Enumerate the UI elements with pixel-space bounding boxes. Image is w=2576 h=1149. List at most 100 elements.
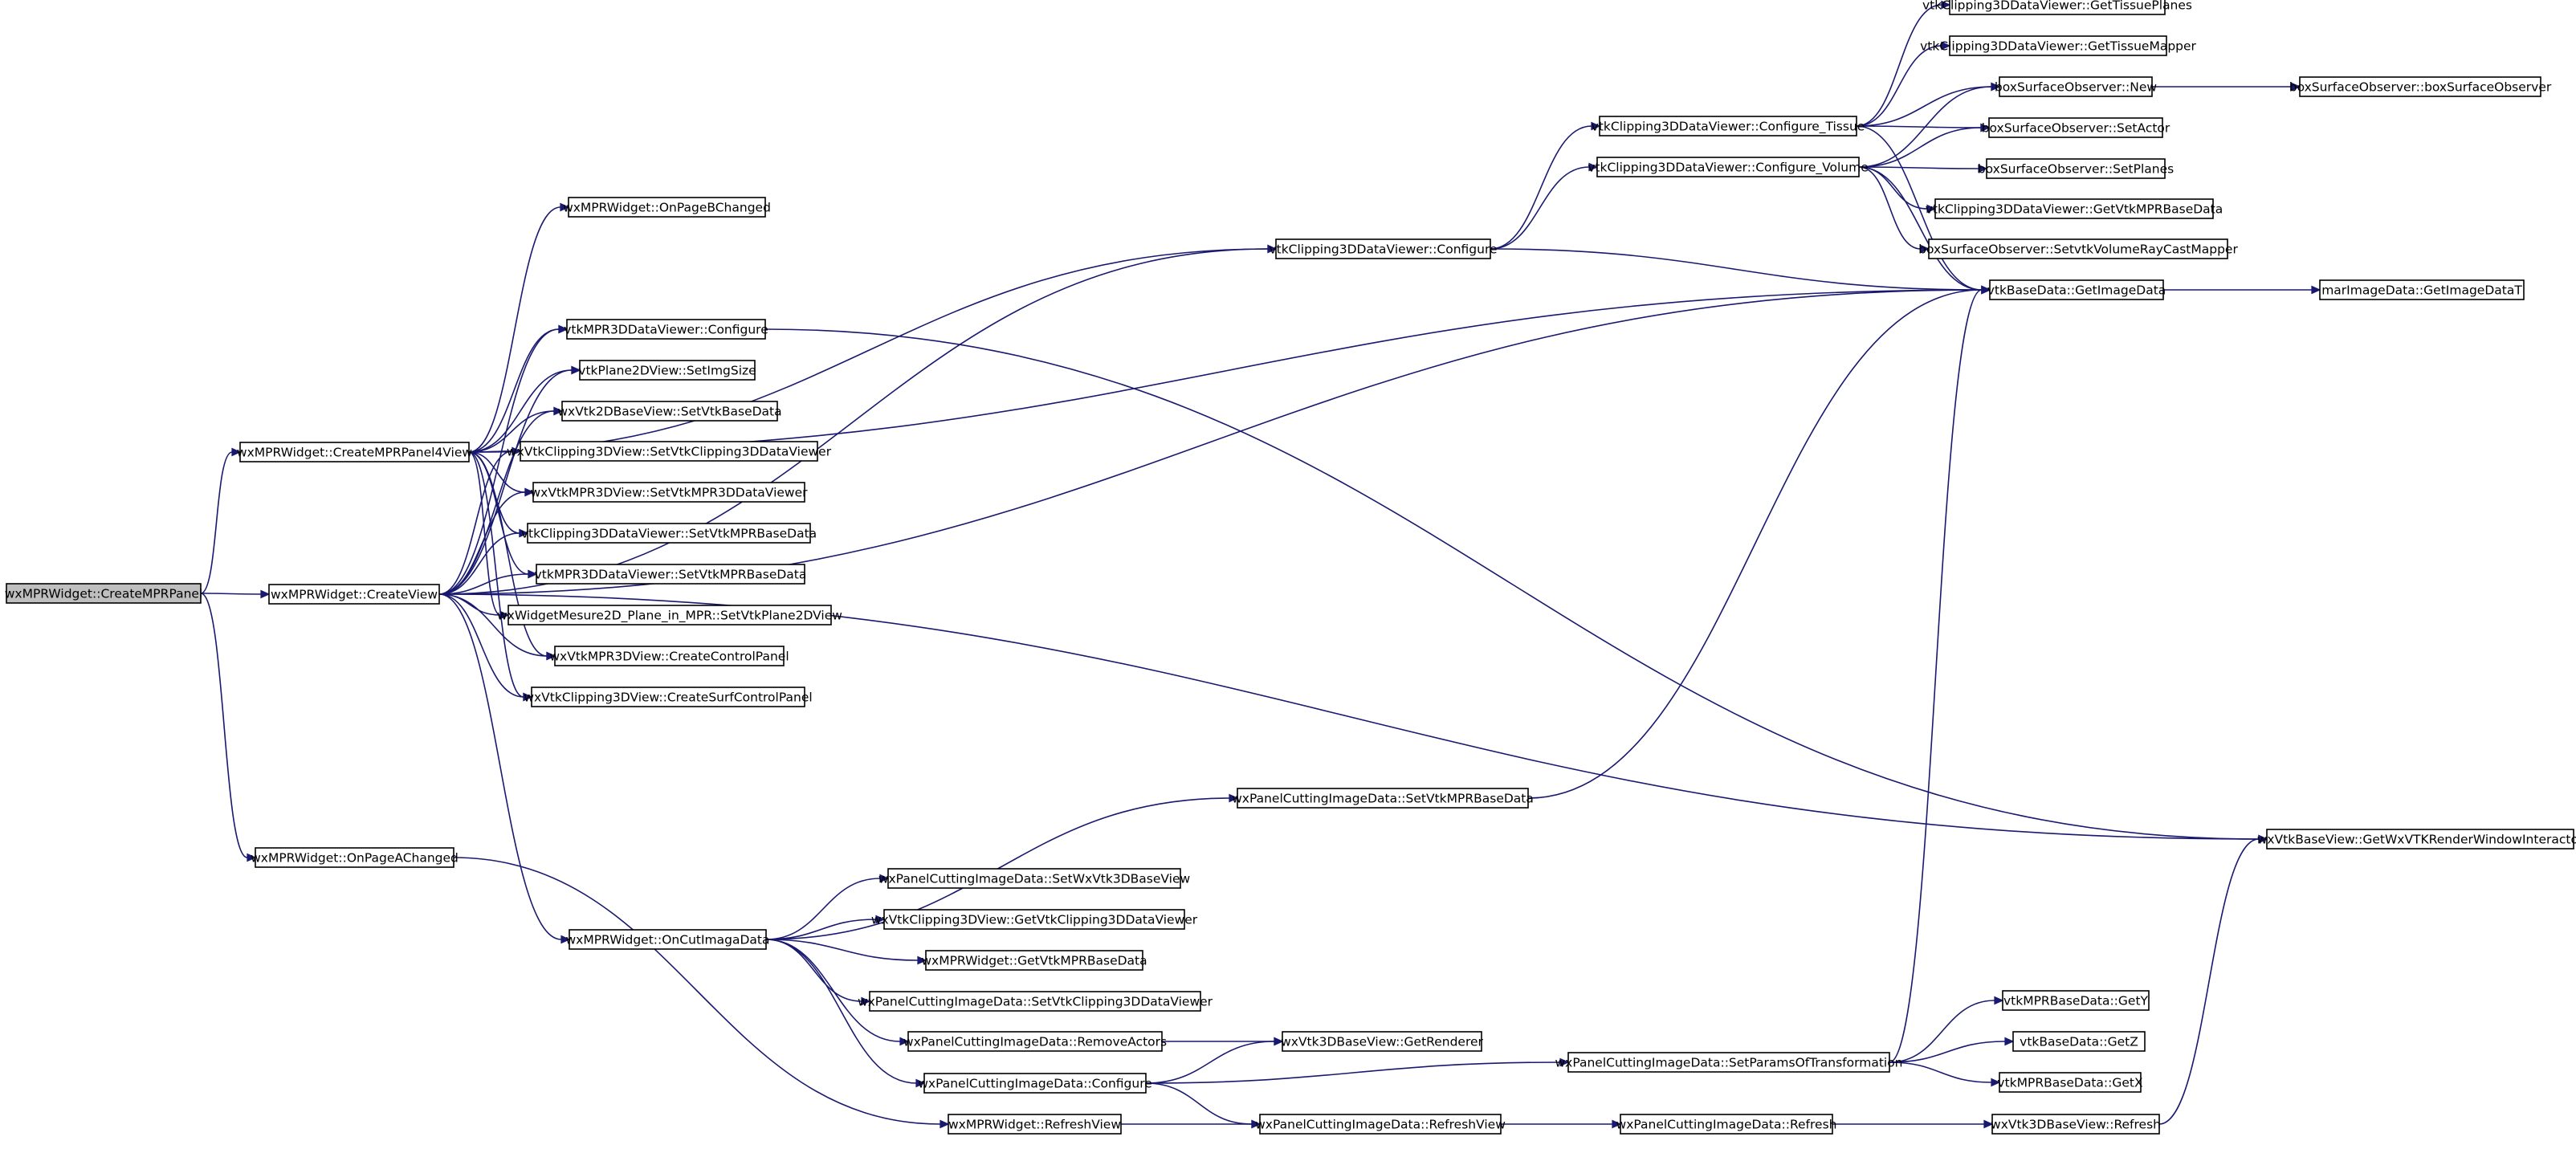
edge-arrowhead bbox=[2311, 285, 2321, 295]
node-label: wxMPRWidget::OnCutImagaData bbox=[565, 933, 769, 947]
node-boxsurfaceobserver-setactor[interactable]: boxSurfaceObserver::SetActor bbox=[1982, 117, 2170, 138]
node-boxsurfaceobserver-setplanes[interactable]: boxSurfaceObserver::SetPlanes bbox=[1978, 158, 2174, 179]
node-box bbox=[869, 991, 1201, 1012]
edge-arrowhead bbox=[546, 651, 556, 661]
edge-arrowhead bbox=[519, 528, 529, 538]
node-box bbox=[1999, 1072, 2142, 1093]
node-label: wxVtkClipping3DView::CreateSurfControlPa… bbox=[524, 691, 812, 705]
node-box bbox=[1596, 157, 1860, 177]
node-vtkclipping3ddataviewer-configure-volume[interactable]: vtkClipping3DDataViewer::Configure_Volum… bbox=[1588, 157, 1869, 177]
node-vtkclipping3ddataviewer-configure-tissue[interactable]: vtkClipping3DDataViewer::Configure_Tissu… bbox=[1592, 116, 1865, 136]
node-boxsurfaceobserver-boxsurfaceobserver[interactable]: boxSurfaceObserver::boxSurfaceObserver bbox=[2289, 76, 2552, 97]
node-vtkmpr3ddataviewer-setvtkmprbasedata[interactable]: vtkMPR3DDataViewer::SetVtkMPRBaseData bbox=[535, 564, 807, 585]
node-wxmprwidget-createmprpanel[interactable]: wxMPRWidget::CreateMPRPanel bbox=[5, 583, 203, 604]
edge-arrowhead bbox=[558, 324, 569, 334]
edge-wxpanelcuttingimagedata-configure-to-wxvtk3dbaseview-getrenderer bbox=[1145, 1037, 1284, 1084]
node-label: wxVtkClipping3DView::SetVtkClipping3DDat… bbox=[507, 445, 832, 459]
edge-vtkclipping3ddataviewer-configure-volume-to-vtkbasedata-getimagedata bbox=[1858, 166, 1991, 295]
edge-wxmprwidget-createview-to-wxvtkclipping3dview-createsurfcontrolpanel bbox=[438, 593, 533, 702]
node-label: vtkClipping3DDataViewer::GetVtkMPRBaseDa… bbox=[1926, 202, 2223, 217]
node-vtkmprbasedata-gety[interactable]: vtkMPRBaseData::GetY bbox=[2002, 990, 2150, 1011]
edge-arrowhead bbox=[1920, 244, 1930, 254]
edge-arrowhead bbox=[1983, 1119, 1994, 1129]
node-wxpanelcuttingimagedata-refreshview[interactable]: wxPanelCuttingImageData::RefreshView bbox=[1255, 1114, 1506, 1135]
edge-line bbox=[1889, 289, 1983, 1063]
node-vtkclipping3ddataviewer-setvtkmprbasedata[interactable]: vtkClipping3DDataViewer::SetVtkMPRBaseDa… bbox=[521, 523, 817, 544]
node-wxvtkclipping3dview-setvtkclipping3ddataviewer[interactable]: wxVtkClipping3DView::SetVtkClipping3DDat… bbox=[507, 441, 832, 462]
node-vtkmpr3ddataviewer-configure[interactable]: vtkMPR3DDataViewer::Configure bbox=[564, 319, 768, 340]
node-label: vtkPlane2DView::SetImgSize bbox=[578, 364, 756, 378]
edge-wxpanelcuttingimagedata-setparamsoftransformation-to-vtkbasedata-getimagedata bbox=[1889, 285, 1991, 1063]
node-vtkmprbasedata-getx[interactable]: vtkMPRBaseData::GetX bbox=[1997, 1072, 2143, 1093]
node-wxvtkclipping3dview-createsurfcontrolpanel[interactable]: wxVtkClipping3DView::CreateSurfControlPa… bbox=[524, 687, 813, 707]
node-box bbox=[536, 564, 805, 585]
node-box bbox=[1282, 1031, 1482, 1052]
edge-vtkclipping3ddataviewer-configure-tissue-to-vtkclipping3ddataviewer-gettissuemapper bbox=[1856, 41, 1951, 127]
node-vtkclipping3ddataviewer-configure[interactable]: vtkClipping3DDataViewer::Configure bbox=[1269, 238, 1498, 259]
node-vtkclipping3ddataviewer-gettissuemapper[interactable]: vtkClipping3DDataViewer::GetTissueMapper bbox=[1920, 35, 2197, 56]
node-wxmprwidget-oncutimagadata[interactable]: wxMPRWidget::OnCutImagaData bbox=[565, 929, 770, 950]
node-wxvtk2dbaseview-setvtkbasedata[interactable]: wxVtk2DBaseView::SetVtkBaseData bbox=[557, 401, 782, 422]
edge-line bbox=[200, 593, 262, 595]
node-wxpanelcuttingimagedata-setvtkmprbasedata[interactable]: wxPanelCuttingImageData::SetVtkMPRBaseDa… bbox=[1232, 788, 1534, 809]
node-boxsurfaceobserver-setvtkvolumeraycastmapper[interactable]: boxSurfaceObserver::SetvtkVolumeRayCastM… bbox=[1918, 238, 2238, 259]
node-vtkbasedata-getz[interactable]: vtkBaseData::GetZ bbox=[2012, 1031, 2146, 1052]
node-vtkclipping3ddataviewer-gettissueplanes[interactable]: vtkClipping3DDataViewer::GetTissuePlanes bbox=[1922, 0, 2192, 15]
node-box bbox=[1620, 1114, 1833, 1135]
edge-arrowhead bbox=[899, 1037, 910, 1046]
edge-vtkmpr3ddataviewer-configure-to-wxvtkbaseview-getwxvtkrenderwindowinteractor bbox=[764, 328, 2268, 844]
node-box bbox=[1949, 0, 2166, 15]
node-vtkbasedata-getimagedata[interactable]: vtkBaseData::GetImageData bbox=[1987, 279, 2166, 300]
node-wxpanelcuttingimagedata-setwxvtk3dbaseview[interactable]: wxPanelCuttingImageData::SetWxVtk3DBaseV… bbox=[878, 868, 1191, 889]
node-wxvtkclipping3dview-getvtkclipping3ddataviewer[interactable]: wxVtkClipping3DView::GetVtkClipping3DDat… bbox=[871, 909, 1198, 930]
node-box bbox=[1986, 158, 2166, 179]
edge-arrowhead bbox=[1978, 164, 1988, 173]
node-wxwidgetmesure2d-plane-in-mpr-setvtkplane2dview[interactable]: wxWidgetMesure2D_Plane_in_MPR::SetVtkPla… bbox=[497, 605, 842, 625]
edge-wxmprwidget-oncutimagadata-to-wxpanelcuttingimagedata-configure bbox=[765, 939, 926, 1088]
edge-line bbox=[438, 593, 562, 940]
node-wxpanelcuttingimagedata-setparamsoftransformation[interactable]: wxPanelCuttingImageData::SetParamsOfTran… bbox=[1555, 1052, 1903, 1073]
node-wxvtkmpr3dview-createcontrolpanel[interactable]: wxVtkMPR3DView::CreateControlPanel bbox=[549, 646, 789, 666]
node-wxmprwidget-getvtkmprbasedata[interactable]: wxMPRWidget::GetVtkMPRBaseData bbox=[921, 950, 1147, 971]
node-box bbox=[6, 583, 202, 604]
node-vtkclipping3ddataviewer-getvtkmprbasedata[interactable]: vtkClipping3DDataViewer::GetVtkMPRBaseDa… bbox=[1926, 198, 2223, 219]
node-box bbox=[255, 847, 454, 868]
node-vtkplane2dview-setimgsize[interactable]: vtkPlane2DView::SetImgSize bbox=[578, 360, 756, 381]
node-marimagedata-getimagedatat[interactable]: marImageData::GetImageDataT bbox=[2319, 279, 2525, 300]
edge-vtkbasedata-getimagedata-to-marimagedata-getimagedatat bbox=[2163, 285, 2321, 295]
edge-line bbox=[468, 206, 561, 453]
node-wxvtk3dbaseview-getrenderer[interactable]: wxVtk3DBaseView::GetRenderer bbox=[1281, 1031, 1484, 1052]
edge-arrowhead bbox=[2004, 1037, 2015, 1046]
node-box bbox=[2319, 279, 2525, 300]
node-wxmprwidget-refreshview[interactable]: wxMPRWidget::RefreshView bbox=[948, 1114, 1122, 1135]
node-wxpanelcuttingimagedata-setvtkclipping3ddataviewer[interactable]: wxPanelCuttingImageData::SetVtkClipping3… bbox=[858, 991, 1213, 1012]
node-wxvtkbaseview-getwxvtkrenderwindowinteractor[interactable]: wxVtkBaseView::GetWxVTKRenderWindowInter… bbox=[2257, 829, 2576, 850]
edge-line bbox=[1490, 125, 1592, 250]
node-box bbox=[907, 1031, 1163, 1052]
node-box bbox=[579, 360, 756, 381]
node-wxpanelcuttingimagedata-removeactors[interactable]: wxPanelCuttingImageData::RemoveActors bbox=[903, 1031, 1167, 1052]
node-wxmprwidget-onpageachanged[interactable]: wxMPRWidget::OnPageAChanged bbox=[251, 847, 459, 868]
node-wxmprwidget-createview[interactable]: wxMPRWidget::CreateView bbox=[268, 584, 440, 605]
edge-arrowhead bbox=[1612, 1119, 1622, 1129]
edge-line bbox=[200, 451, 233, 594]
edge-arrowhead bbox=[917, 955, 927, 965]
node-box bbox=[1599, 116, 1857, 136]
node-wxpanelcuttingimagedata-configure[interactable]: wxPanelCuttingImageData::Configure bbox=[918, 1073, 1152, 1094]
node-box bbox=[1989, 279, 2164, 300]
node-label: vtkMPR3DDataViewer::Configure bbox=[564, 323, 768, 337]
node-label: boxSurfaceObserver::boxSurfaceObserver bbox=[2289, 80, 2552, 95]
node-label: boxSurfaceObserver::SetPlanes bbox=[1978, 162, 2174, 177]
edge-arrowhead bbox=[523, 692, 533, 702]
node-wxmprwidget-onpagebchanged[interactable]: wxMPRWidget::OnPageBChanged bbox=[563, 197, 771, 218]
node-boxsurfaceobserver-new[interactable]: boxSurfaceObserver::New bbox=[1995, 76, 2157, 97]
edge-arrowhead bbox=[1980, 123, 1991, 132]
node-wxpanelcuttingimagedata-refresh[interactable]: wxPanelCuttingImageData::Refresh bbox=[1616, 1114, 1837, 1135]
edge-line bbox=[468, 248, 1269, 453]
node-wxvtkmpr3dview-setvtkmpr3ddataviewer[interactable]: wxVtkMPR3DView::SetVtkMPR3DDataViewer bbox=[531, 482, 809, 503]
edge-arrowhead bbox=[1981, 285, 1991, 295]
node-wxvtk3dbaseview-refresh[interactable]: wxVtk3DBaseView::Refresh bbox=[1991, 1114, 2161, 1135]
node-wxmprwidget-createmprpanel4view[interactable]: wxMPRWidget::CreateMPRPanel4View bbox=[237, 442, 473, 462]
node-box bbox=[1949, 35, 2167, 56]
node-box bbox=[887, 868, 1181, 889]
